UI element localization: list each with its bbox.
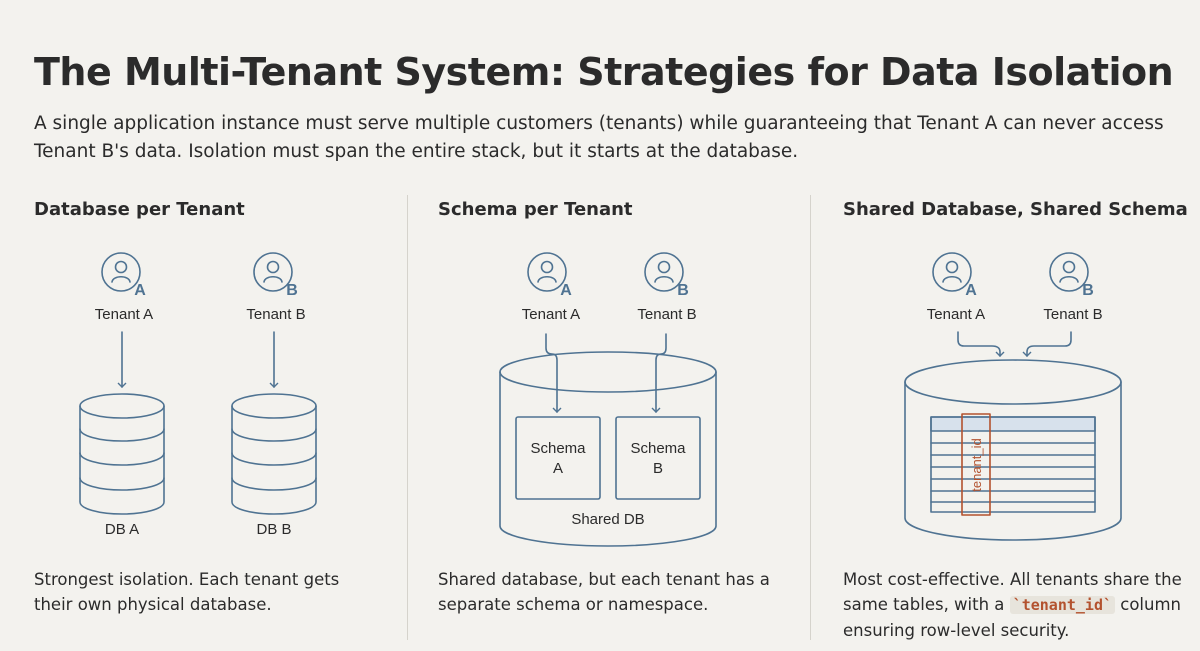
diagrams: A B Tenant A Tenant B DB A DB [79, 252, 1122, 547]
schema-a-label-line2: A [553, 460, 563, 477]
tenant-id-column-highlight [961, 413, 991, 516]
col3-tenant-a-letter: A [965, 282, 977, 299]
col3-tenant-b-icon: B [1049, 252, 1094, 299]
db-a-label: DB A [105, 521, 139, 538]
col3-arrow-a [957, 331, 1005, 357]
tenant-id-column-label: tenant_id [969, 438, 984, 492]
col2-arrow-b [651, 333, 667, 413]
shared-db-icon [499, 351, 717, 547]
col3-tenant-b-letter: B [1082, 282, 1094, 299]
col2-tenant-b-icon: B [644, 252, 689, 299]
col3-description-part2: column ensuring row-level security. [843, 595, 1181, 640]
col2-description: Shared database, but each tenant has a s… [438, 570, 770, 614]
schema-a-box [515, 416, 601, 500]
col2-tenant-a-letter: A [560, 282, 572, 299]
col3-description: Most cost-effective. All tenants share t… [843, 567, 1183, 643]
col2-tenant-b-label: Tenant B [637, 306, 696, 323]
shared-table [930, 413, 1096, 516]
page-title: The Multi-Tenant System: Strategies for … [34, 50, 1174, 94]
db-a-icon [79, 393, 165, 515]
shared-db-label: Shared DB [571, 511, 644, 528]
col2-tenant-a-icon: A [527, 252, 572, 299]
schema-b-label-line2: B [653, 460, 663, 477]
schema-b-label-line1: Schema [630, 440, 686, 457]
page-subtitle: A single application instance must serve… [34, 113, 1164, 162]
col3-tenant-a-icon: A [932, 252, 977, 299]
col3-tenant-a-label: Tenant A [927, 306, 985, 323]
col3-description-code: `tenant_id` [1009, 596, 1116, 614]
col2-arrow-a [545, 333, 562, 413]
column-divider-1 [407, 195, 408, 640]
col3-arrow-b [1022, 331, 1072, 357]
col1-description: Strongest isolation. Each tenant gets th… [34, 570, 340, 614]
col1-tenant-a-label: Tenant A [95, 306, 153, 323]
shared-schema-db-icon [904, 359, 1122, 541]
col2-tenant-b-letter: B [677, 282, 689, 299]
schema-b-box [615, 416, 701, 500]
col1-title: Database per Tenant [34, 199, 245, 220]
db-b-icon [231, 393, 317, 515]
col1-tenant-b-letter: B [286, 282, 298, 299]
col1-tenant-b-label: Tenant B [246, 306, 305, 323]
schema-a-label-line1: Schema [530, 440, 586, 457]
col3-title: Shared Database, Shared Schema [843, 199, 1188, 220]
col1-tenant-a-letter: A [134, 282, 146, 299]
col2-tenant-a-label: Tenant A [522, 306, 580, 323]
column-divider-2 [810, 195, 811, 640]
col1-tenant-b-icon: B [253, 252, 298, 299]
db-b-label: DB B [256, 521, 291, 538]
col2-title: Schema per Tenant [438, 199, 633, 220]
col3-tenant-b-label: Tenant B [1043, 306, 1102, 323]
col3-description-part1: Most cost-effective. All tenants share t… [843, 570, 1182, 614]
col1-tenant-a-icon: A [101, 252, 146, 299]
